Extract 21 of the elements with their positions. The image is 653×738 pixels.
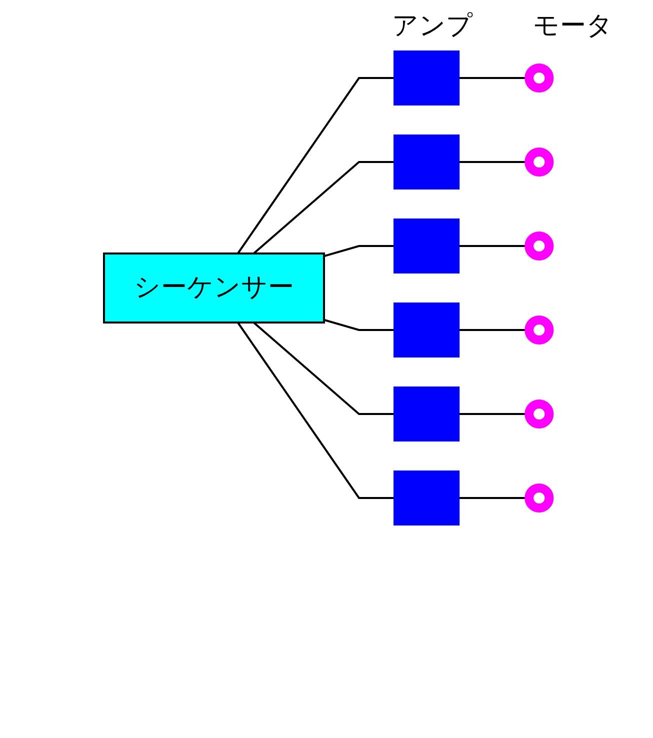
node-circle (524, 483, 554, 513)
node-box (393, 50, 460, 106)
connector (252, 322, 394, 415)
node-box (393, 470, 460, 526)
node-circle (524, 399, 554, 429)
connector (324, 318, 394, 331)
node-circle (524, 231, 554, 261)
node-circle (524, 63, 554, 93)
connector (236, 77, 394, 254)
connector (236, 322, 394, 499)
column-heading: アンプ (392, 10, 473, 43)
node-box (393, 302, 460, 358)
connector (252, 161, 394, 254)
connector (324, 245, 394, 258)
column-heading: モータ (533, 10, 613, 43)
node-circle (524, 147, 554, 177)
node-circle (524, 315, 554, 345)
node-box: シーケンサー (102, 252, 325, 324)
node-box (393, 386, 460, 442)
node-box (393, 134, 460, 190)
node-box (393, 218, 460, 274)
